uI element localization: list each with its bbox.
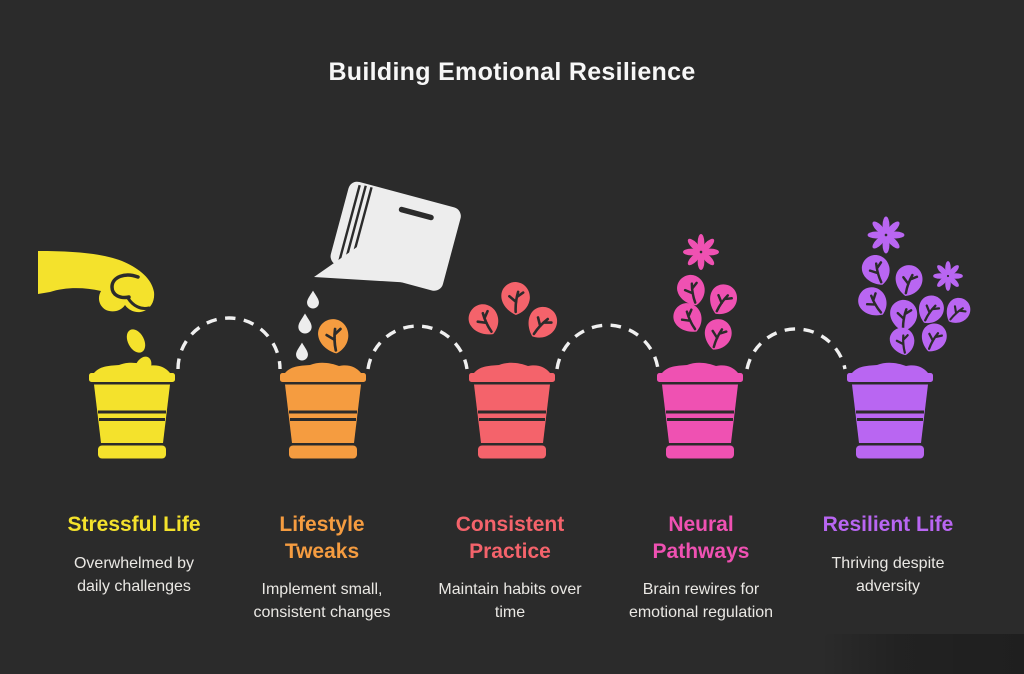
stage-name: Consistent Practice <box>455 513 565 563</box>
stage-description: Brain rewires for emotional regulation <box>628 581 774 622</box>
stage-description: Maintain habits over time <box>438 581 582 622</box>
stage-description: Implement small, consistent changes <box>253 581 391 622</box>
spout <box>314 247 430 284</box>
water-drops-icon <box>296 290 319 361</box>
falling-seed-icon <box>134 356 152 378</box>
page-title: Building Emotional Resilience <box>328 58 696 86</box>
arc-connector-4 <box>745 327 847 370</box>
plant-pot-stage-4 <box>655 361 745 460</box>
stage-name: Neural Pathways <box>652 513 750 563</box>
stage-description: Thriving despite adversity <box>831 554 945 595</box>
stage-label-1: Stressful Life Overwhelmed by daily chal… <box>29 512 239 598</box>
stage-description: Overwhelmed by daily challenges <box>73 554 195 595</box>
stage-label-4: Neural Pathways Brain rewires for emotio… <box>596 512 806 624</box>
blossoming-flowers-icon <box>667 234 743 355</box>
plant-pot-stage-3 <box>467 361 557 460</box>
arc-connector-3 <box>555 323 660 370</box>
stage-label-5: Resilient Life Thriving despite adversit… <box>783 512 993 598</box>
dashed-arc-connectors <box>176 316 847 370</box>
arc-connector-1 <box>176 316 282 370</box>
full-bloom-flowers-icon <box>851 216 977 360</box>
plant-pot-stage-2 <box>278 361 368 460</box>
stage-label-3: Consistent Practice Maintain habits over… <box>405 512 615 624</box>
falling-seed-icon <box>126 329 146 353</box>
plant-pot-stage-5 <box>845 361 935 460</box>
stage-name: Stressful Life <box>67 513 201 536</box>
arc-connector-2 <box>366 324 469 370</box>
stage-name: Lifestyle Tweaks <box>279 513 365 563</box>
watering-can-icon <box>314 181 461 291</box>
leaf-buds-icon <box>461 280 565 346</box>
stage-label-2: Lifestyle Tweaks Implement small, consis… <box>217 512 427 624</box>
stage-name: Resilient Life <box>822 513 954 536</box>
sprout-leaf-icon <box>314 314 354 358</box>
watermark-area <box>820 634 1024 674</box>
plant-pot-stage-1 <box>87 361 177 460</box>
hand-dropping-seeds-icon <box>38 251 155 378</box>
